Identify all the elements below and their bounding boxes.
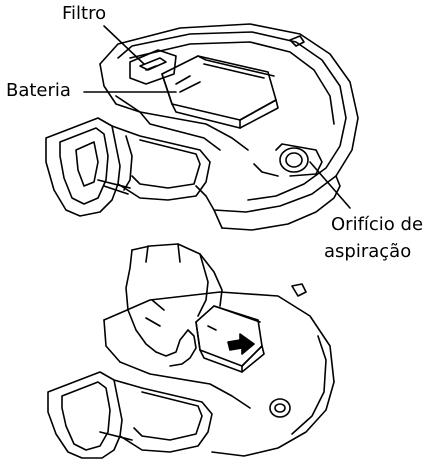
hand-illustration [126, 244, 222, 366]
arrow-right-icon [228, 334, 254, 354]
filter-compartment [130, 50, 176, 84]
suction-port-lower [270, 399, 290, 417]
suction-port-label-line2: aspiração [324, 241, 412, 262]
suction-port [254, 144, 322, 176]
filter-leader [104, 26, 144, 64]
battery [162, 56, 278, 128]
robot-top-view [46, 24, 358, 230]
battery-label: Bateria [6, 80, 71, 101]
dust-bin [46, 118, 210, 216]
dust-bin-lower [48, 372, 212, 458]
suction-leader [310, 162, 350, 208]
battery-lifted [196, 306, 264, 372]
suction-port-label-line1: Orifício de [331, 214, 424, 235]
robot-battery-removal [48, 244, 334, 458]
filter-label: Filtro [62, 3, 107, 24]
